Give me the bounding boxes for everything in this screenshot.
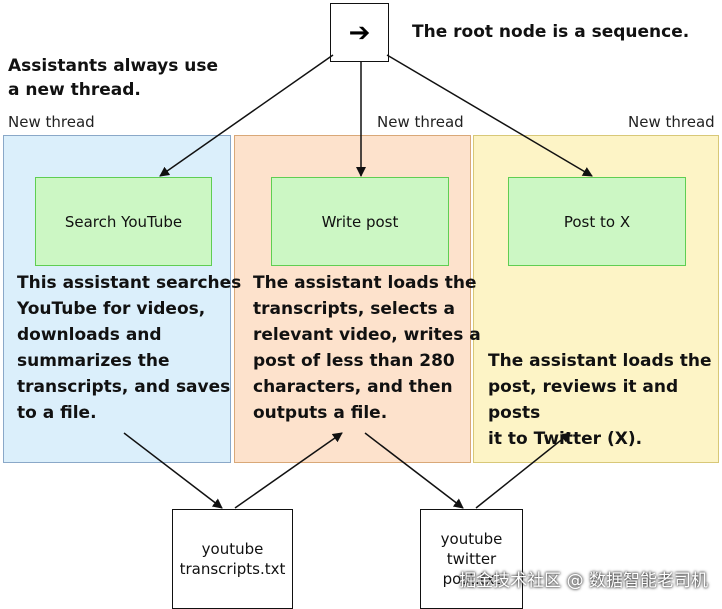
- desc-line: downloads and: [17, 325, 162, 345]
- thread-note-line-1: Assistants always use: [8, 56, 219, 76]
- arrow-search-to-transcripts: [123, 432, 223, 509]
- arrow-post-file-to-post: [475, 432, 571, 509]
- node-post-to-x: Post to X: [508, 177, 686, 266]
- root-sequence-node: ➔: [330, 3, 389, 62]
- node-search-youtube: Search YouTube: [35, 177, 212, 266]
- desc-line: The assistant loads the: [488, 351, 712, 371]
- arrow-root-to-post: [386, 54, 593, 177]
- desc-line: post, reviews it and posts: [488, 377, 679, 423]
- file-line: youtube: [440, 530, 503, 548]
- root-caption: The root node is a sequence.: [412, 22, 690, 42]
- thread-label-2: New thread: [377, 113, 464, 131]
- desc-line: transcripts, and saves: [17, 377, 231, 397]
- desc-line: outputs a file.: [253, 403, 388, 423]
- desc-line: summarizes the: [17, 351, 170, 371]
- desc-line: relevant video, writes a: [253, 325, 481, 345]
- thread-label-3: New thread: [628, 113, 715, 131]
- thread-note-line-2: a new thread.: [8, 80, 141, 100]
- file-line: youtube: [201, 540, 264, 558]
- sequence-arrow-icon: ➔: [348, 17, 371, 48]
- desc-line: The assistant loads the: [253, 273, 477, 293]
- desc-line: post of less than 280: [253, 351, 455, 371]
- file-line: post.txt: [442, 570, 501, 588]
- thread-note: Assistants always use a new thread.: [8, 54, 218, 102]
- desc-line: transcripts, selects a: [253, 299, 455, 319]
- file-youtube-twitter-post: youtube twitter post.txt: [420, 509, 523, 609]
- file-line: twitter: [446, 550, 497, 568]
- arrow-root-to-search: [159, 54, 334, 177]
- watermark: 掘金技术社区 @ 数据智能老司机: [459, 571, 708, 591]
- arrow-write-to-post-file: [364, 432, 464, 509]
- file-line: transcripts.txt: [179, 560, 286, 578]
- file-youtube-transcripts: youtube transcripts.txt: [172, 509, 293, 609]
- thread-label-1: New thread: [8, 113, 95, 131]
- desc-search-youtube: This assistant searches YouTube for vide…: [17, 270, 241, 426]
- desc-line: YouTube for videos,: [17, 299, 206, 319]
- node-write-post: Write post: [271, 177, 449, 266]
- desc-line: This assistant searches: [17, 273, 242, 293]
- desc-write-post: The assistant loads the transcripts, sel…: [253, 270, 481, 426]
- desc-line: to a file.: [17, 403, 97, 423]
- desc-line: characters, and then: [253, 377, 453, 397]
- arrow-transcripts-to-write: [234, 432, 343, 509]
